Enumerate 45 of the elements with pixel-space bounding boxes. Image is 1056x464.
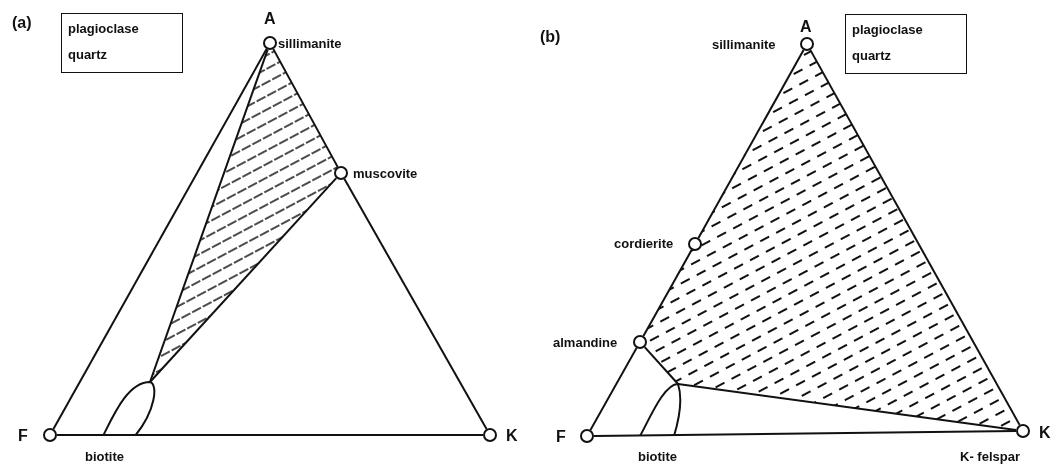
tie-line [52,48,268,430]
tie-line [697,49,805,239]
phase-point [800,37,814,51]
mineral-label: biotite [85,449,124,464]
phase-point [633,335,647,349]
mineral-label: muscovite [353,166,418,181]
tie-line [272,48,339,168]
phase-point [263,36,277,50]
mineral-name: plagioclase [852,21,924,39]
phase-point [1016,424,1030,438]
mineral-label: sillimanite [712,37,776,52]
composition-field [100,380,156,436]
tie-line [593,430,1017,437]
panel-label: (a) [12,14,32,32]
apex-label: A [264,10,276,28]
phase-point [43,428,57,442]
tie-line [643,346,679,385]
phase-point [580,429,594,443]
apex-label: F [556,428,566,446]
tie-line [149,177,338,383]
tie-line [809,49,1021,426]
panel-label: (b) [540,28,561,46]
apex-label: K [1039,424,1051,442]
phase-point [688,237,702,251]
tie-line [677,383,1018,432]
legend-box [61,13,183,73]
apex-label: F [18,427,28,445]
phase-point [483,428,497,442]
mineral-label: biotite [638,449,677,464]
mineral-name: quartz [852,47,892,65]
tie-line [343,178,488,430]
apex-label: K [506,427,518,445]
mineral-label: cordierite [614,236,674,251]
legend-box [845,14,967,74]
mineral-label: sillimanite [278,36,342,51]
mineral-label: K- felspar [960,449,1020,464]
tie-line [56,434,484,436]
tie-line [589,347,638,431]
mineral-name: quartz [68,46,108,64]
tie-line [642,249,693,337]
phase-point [334,166,348,180]
mineral-name: plagioclase [68,20,140,38]
tie-line [149,48,269,383]
mineral-label: almandine [553,335,618,350]
apex-label: A [800,18,812,36]
